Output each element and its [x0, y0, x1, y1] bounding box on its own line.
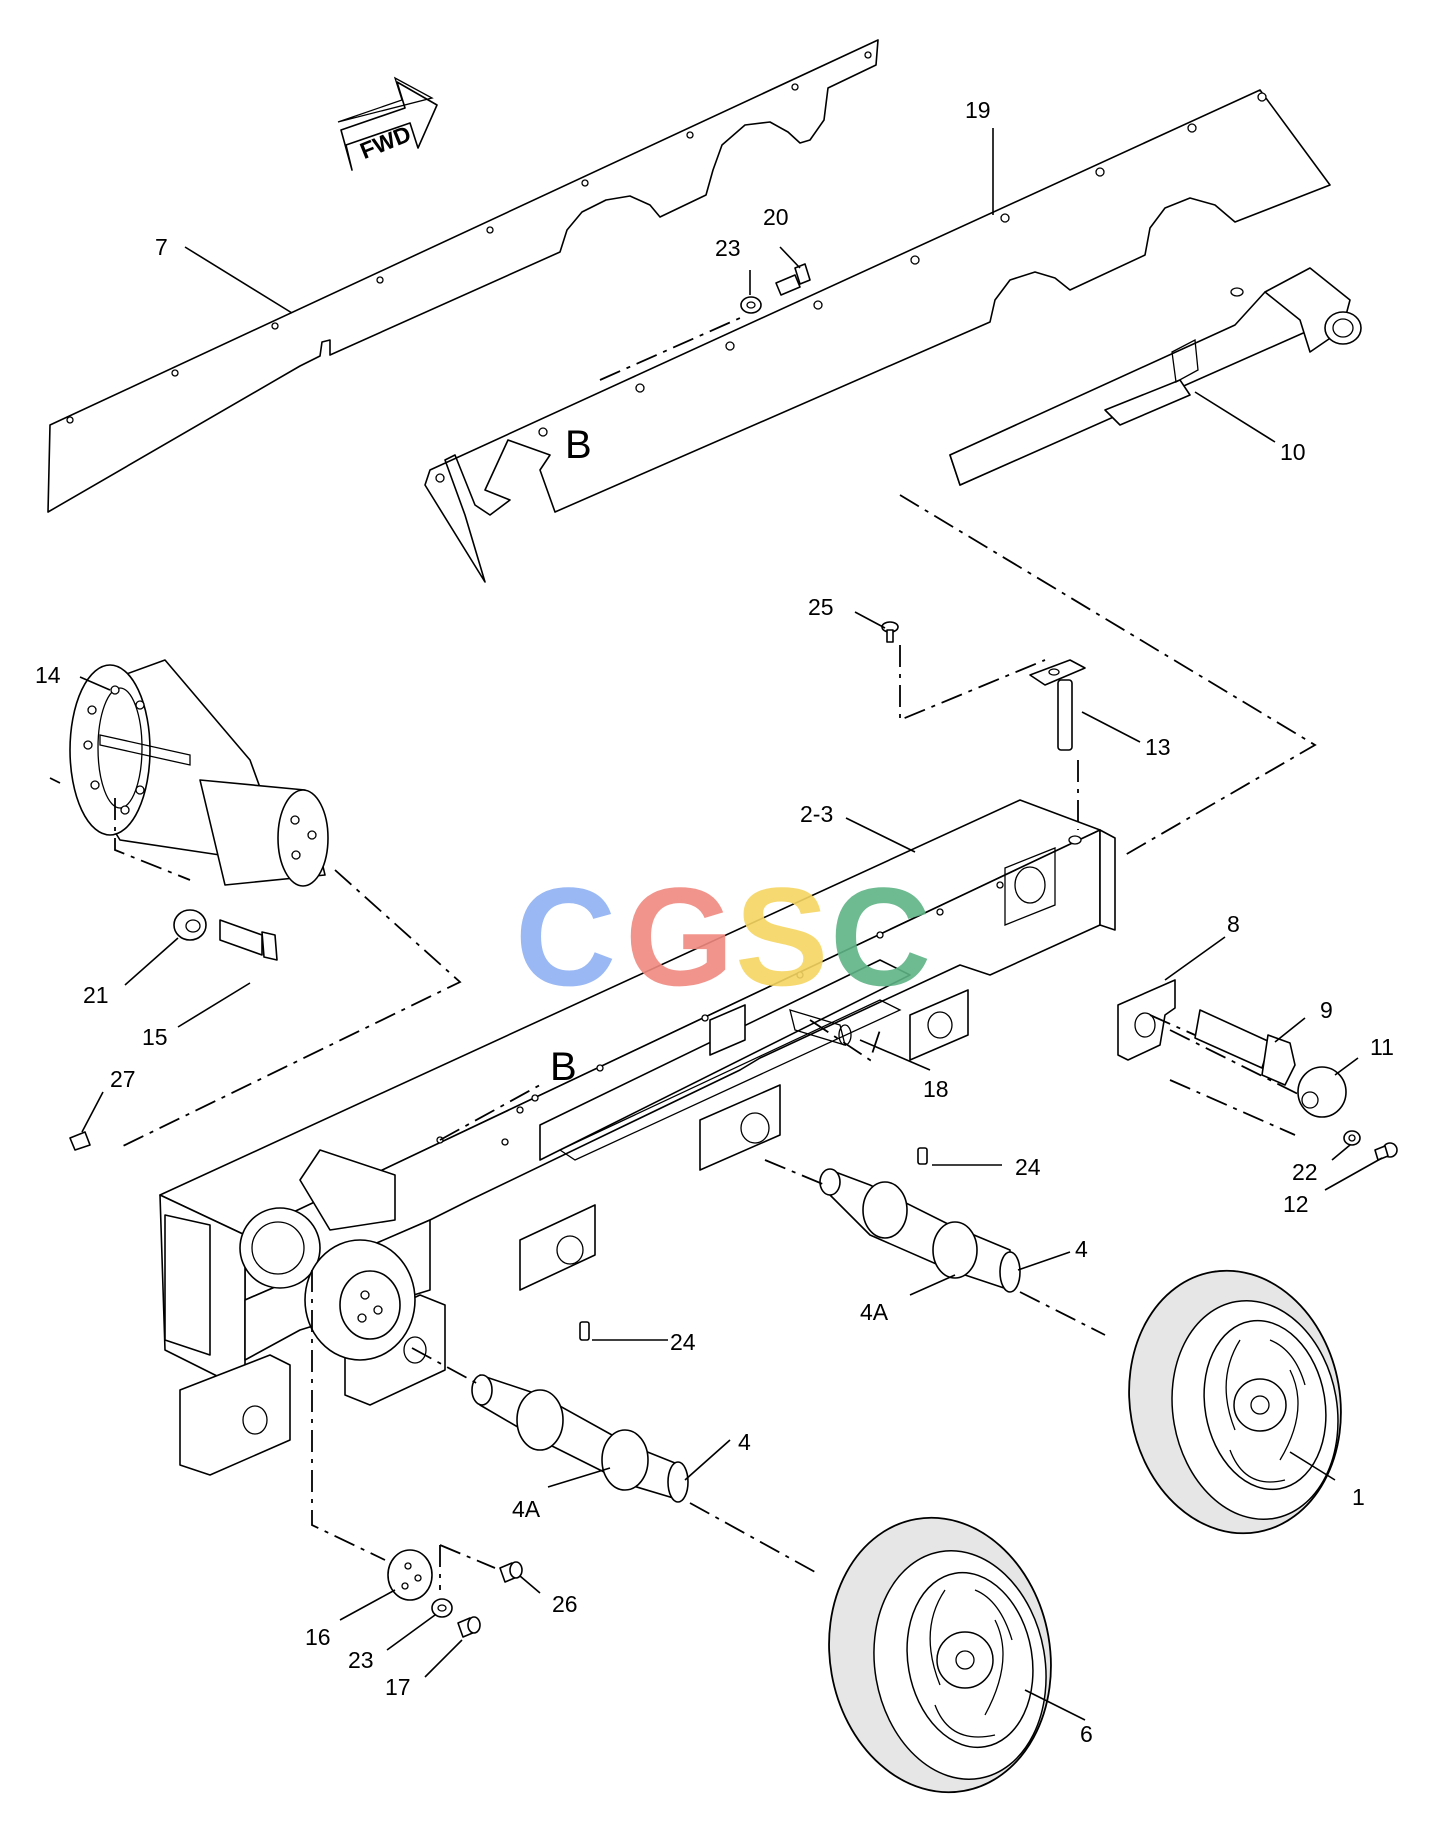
screw-25 [881, 621, 899, 643]
bolt-17 [457, 1616, 481, 1638]
bolt-20 [775, 263, 811, 296]
cgsc-watermark: C G S C [515, 858, 931, 1015]
watermark-letter-g: G [625, 858, 734, 1015]
callout-4-lower: 4 [738, 1429, 751, 1455]
callout-18: 18 [923, 1076, 949, 1102]
side-panel-19 [424, 89, 1331, 583]
callout-12: 12 [1283, 1191, 1309, 1217]
callout-23-top: 23 [715, 235, 741, 261]
leader-lines [79, 128, 1383, 1721]
callout-19: 19 [965, 97, 991, 123]
callout-10: 10 [1280, 439, 1306, 465]
forward-arrow-icon: FWD [337, 76, 438, 171]
callout-27: 27 [110, 1066, 136, 1092]
bolt-26 [499, 1561, 523, 1583]
callout-2-3: 2-3 [800, 801, 833, 827]
spindle-4-lower [471, 1321, 689, 1503]
bolt-9 [1194, 1009, 1296, 1086]
support-beam-10 [949, 267, 1362, 486]
side-panel-7 [47, 39, 879, 513]
callout-25: 25 [808, 594, 834, 620]
callout-15: 15 [142, 1024, 168, 1050]
callout-13: 13 [1145, 734, 1171, 760]
callout-4a-lower: 4A [512, 1496, 541, 1522]
housing-14 [69, 659, 329, 887]
callout-6: 6 [1080, 1721, 1093, 1747]
watermark-letter-s: S [735, 858, 828, 1015]
callout-1: 1 [1352, 1484, 1365, 1510]
washer-23-top [740, 296, 762, 314]
washer-21 [173, 909, 207, 941]
assembly-lines [49, 317, 1317, 1590]
callout-4a-upper: 4A [860, 1299, 889, 1325]
callout-20: 20 [763, 204, 789, 230]
callout-7: 7 [155, 234, 168, 260]
pin-13 [1029, 659, 1086, 751]
spindle-4-upper [819, 1147, 1021, 1293]
callout-14: 14 [35, 662, 61, 688]
wheel-6 [828, 1516, 1052, 1794]
callout-21: 21 [83, 982, 109, 1008]
watermark-letter-c2: C [830, 858, 931, 1015]
screw-27 [69, 1131, 91, 1151]
callout-23-bottom: 23 [348, 1647, 374, 1673]
wheel-1 [1128, 1269, 1342, 1535]
bolt-15 [219, 919, 278, 961]
callout-labels: 7 19 20 23 10 25 13 14 2-3 8 9 11 22 12 … [35, 97, 1394, 1747]
screw-12 [1374, 1142, 1398, 1161]
callout-4-upper: 4 [1075, 1236, 1088, 1262]
rod-18 [789, 1009, 852, 1046]
washer-23-bottom [431, 1598, 453, 1618]
detail-label-b-top: B [565, 423, 592, 467]
detail-label-b-frame: B [550, 1045, 577, 1089]
plate-16 [387, 1549, 433, 1601]
washer-11 [1297, 1066, 1347, 1118]
callout-26: 26 [552, 1591, 578, 1617]
callout-9: 9 [1320, 997, 1333, 1023]
washer-22 [1343, 1130, 1361, 1146]
plate-8 [1117, 979, 1176, 1061]
callout-17: 17 [385, 1674, 411, 1700]
watermark-letter-c1: C [515, 858, 616, 1015]
callout-22: 22 [1292, 1159, 1318, 1185]
main-frame-2-3 [159, 799, 1116, 1476]
callout-16: 16 [305, 1624, 331, 1650]
callout-24-upper: 24 [1015, 1154, 1041, 1180]
callout-8: 8 [1227, 911, 1240, 937]
callout-24-lower: 24 [670, 1329, 696, 1355]
callout-11: 11 [1370, 1034, 1394, 1060]
